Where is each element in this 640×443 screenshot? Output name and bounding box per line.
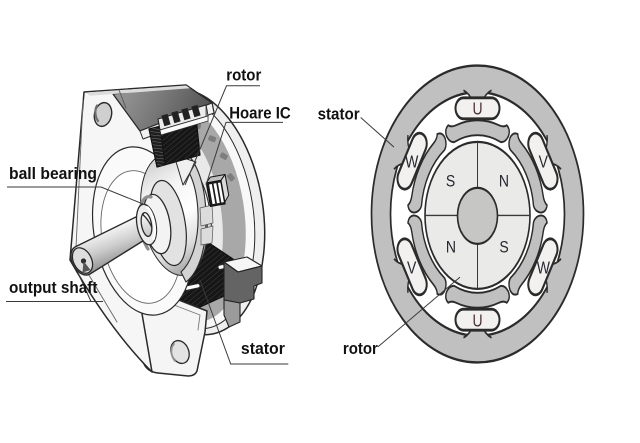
svg-text:rotor: rotor	[343, 340, 379, 358]
svg-text:V: V	[539, 153, 549, 172]
svg-text:stator: stator	[318, 105, 361, 123]
svg-text:W: W	[405, 153, 418, 172]
svg-text:ball bearing: ball bearing	[9, 165, 97, 183]
svg-text:output shaft: output shaft	[9, 279, 98, 297]
svg-text:N: N	[499, 172, 509, 190]
svg-text:stator: stator	[241, 340, 286, 358]
svg-text:S: S	[499, 238, 508, 256]
svg-text:U: U	[472, 312, 482, 331]
svg-text:W: W	[537, 259, 550, 278]
svg-text:rotor: rotor	[226, 67, 262, 85]
svg-text:Hoare IC: Hoare IC	[229, 105, 291, 123]
svg-text:N: N	[446, 238, 456, 256]
svg-text:V: V	[407, 259, 417, 278]
svg-text:U: U	[472, 100, 482, 119]
svg-text:S: S	[446, 172, 455, 190]
